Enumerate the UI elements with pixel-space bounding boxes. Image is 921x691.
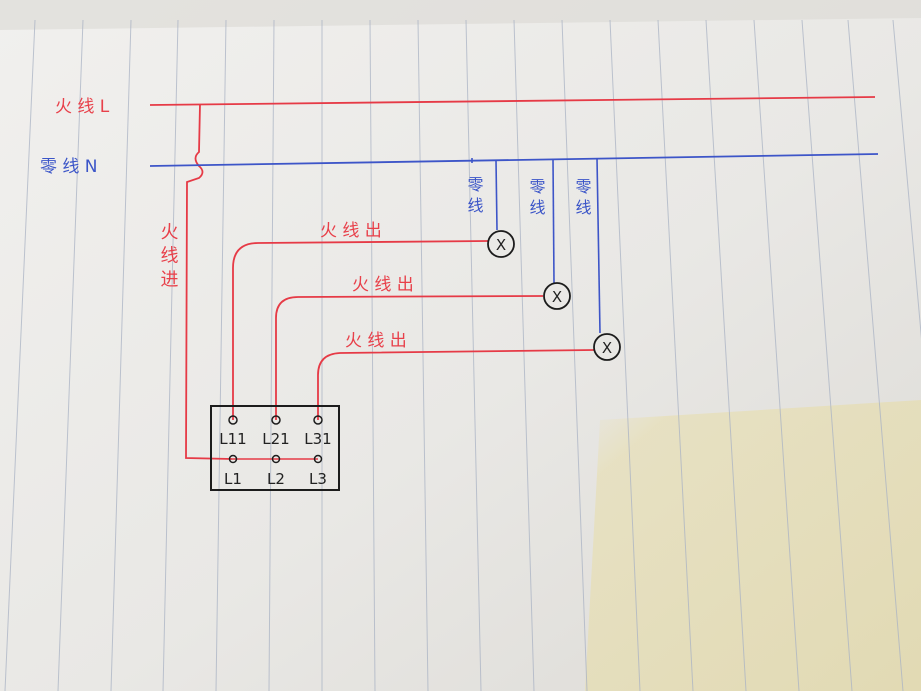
terminal-L3	[313, 454, 323, 464]
live-out-label-1: 火 线 出	[320, 221, 382, 241]
neutral-drop-label-2: 零 线	[527, 178, 546, 215]
ruling-line	[705, 19, 747, 691]
terminal-label-L2: L2	[267, 470, 285, 488]
light-patch	[585, 400, 921, 691]
lamp-1-circle	[487, 230, 515, 258]
lamp-3-mark: X	[602, 339, 612, 357]
ruling-line	[4, 19, 36, 691]
live-out-label-2: 火 线 出	[352, 275, 414, 295]
live-out-label-3: 火 线 出	[345, 331, 407, 351]
terminal-label-L31: L31	[304, 430, 331, 448]
ruling-line	[657, 19, 694, 691]
neutral-wire-group	[149, 153, 879, 334]
ruling-line	[162, 19, 179, 691]
ruling-line	[561, 19, 588, 691]
lamp-3: X	[593, 333, 621, 361]
ruling-line	[847, 19, 904, 691]
ruling-line	[609, 19, 641, 691]
lamp-2-mark: X	[552, 288, 562, 306]
live-in-label: 火 线 进	[158, 222, 179, 287]
ruling-line	[892, 19, 921, 339]
ruling-line	[268, 19, 275, 691]
switch-box-outline	[210, 405, 340, 491]
neutral-drop-label-3: 零 线	[573, 178, 592, 215]
terminal-L31	[313, 415, 323, 425]
ruling-line	[465, 19, 482, 691]
terminal-label-L1: L1	[224, 470, 242, 488]
terminal-label-L11: L11	[219, 430, 246, 448]
terminal-label-L21: L21	[262, 430, 289, 448]
neutral-drop-3	[596, 157, 601, 334]
ruling-line	[215, 19, 227, 691]
lamp-3-circle	[593, 333, 621, 361]
ruling-line	[513, 19, 535, 691]
ruling-line	[417, 19, 429, 691]
live-line-label: 火 线 L	[55, 97, 110, 117]
terminal-L21	[271, 415, 281, 425]
lamp-2-circle	[543, 282, 571, 310]
terminal-L11	[228, 415, 238, 425]
ruling-line	[801, 19, 853, 691]
ruling-line	[110, 19, 132, 691]
neutral-drop-1	[495, 159, 498, 231]
neutral-wire-main	[149, 153, 879, 167]
live-out-wire-2	[275, 295, 544, 420]
ruling-line	[57, 19, 84, 691]
terminal-L1	[228, 454, 238, 464]
live-out-wire-3	[317, 349, 595, 420]
live-out-wire-1	[232, 240, 489, 420]
lamp-1: X	[487, 230, 515, 258]
terminal-label-L3: L3	[309, 470, 327, 488]
terminal-L2	[271, 454, 281, 464]
ruling-line	[369, 19, 376, 691]
lamp-1-mark: X	[496, 236, 506, 254]
switch-box: L11 L21 L31 L1 L2 L3	[210, 405, 340, 491]
lamp-2: X	[543, 282, 571, 310]
neutral-drop-2	[552, 158, 555, 284]
ruling-line	[753, 19, 800, 691]
neutral-line-label: 零 线 N	[40, 157, 98, 177]
neutral-drop-label-1: 零 线	[465, 176, 484, 213]
paper-top-edge	[0, 0, 921, 30]
live-wire-main	[149, 96, 876, 106]
notebook-ruling	[4, 19, 921, 691]
